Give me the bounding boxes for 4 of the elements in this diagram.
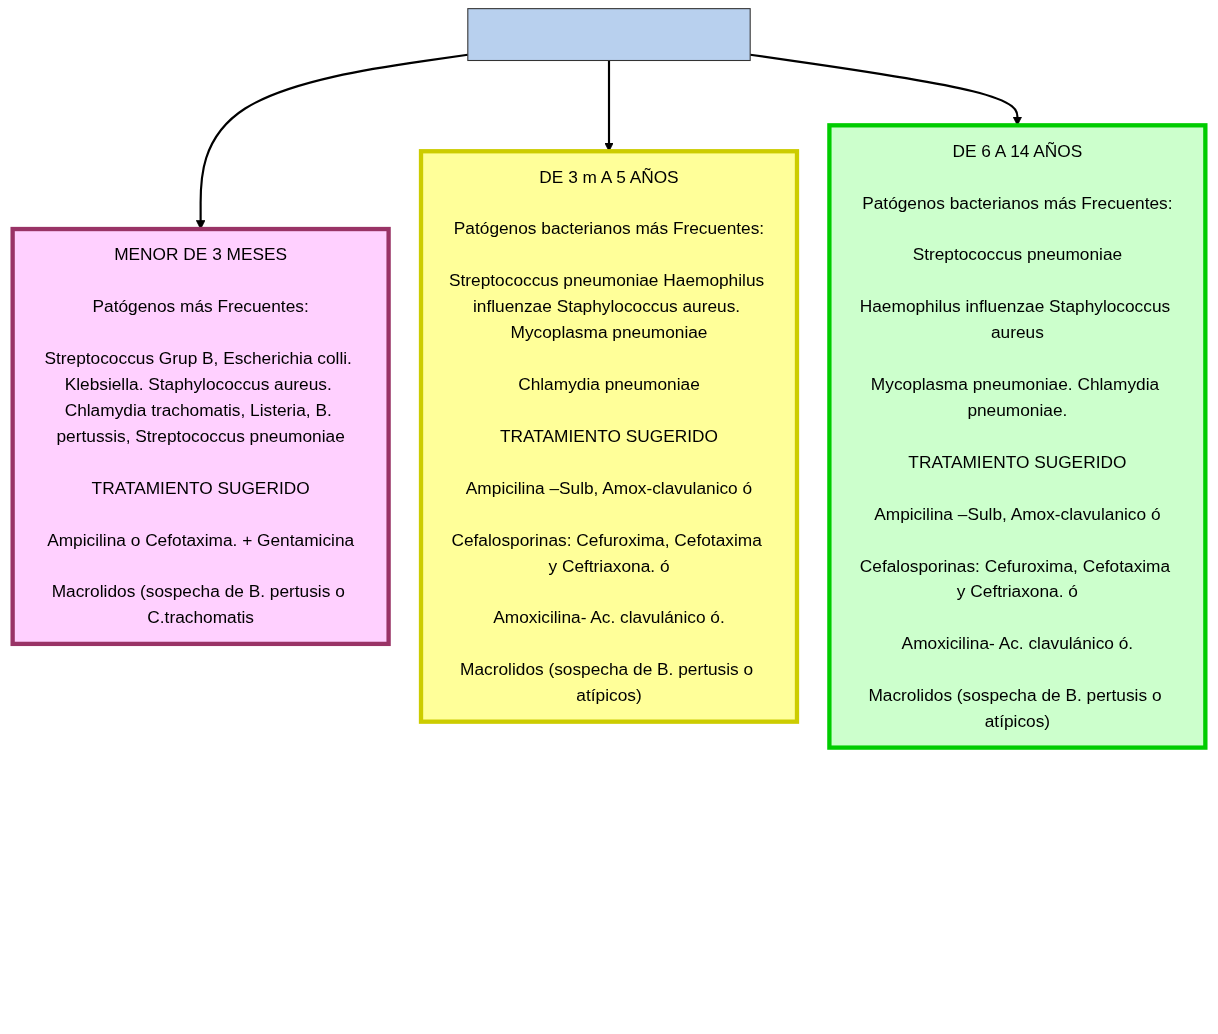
node-box: MENOR DE 3 MESES Patógenos más Frecuentes: Streptococcus Grup B, Escherichia colli. Klebsiella. Staphylococcus aureus. Chlamydia trachomatis, Listeria, B. pertussis, Streptococcus pneumoniae TRATAMIENTO SUGERIDO Ampicilina o Cefotaxima. + Gentamicina Macrolidos (sospecha de B. pertusis o C.trachomatis: [10, 226, 391, 647]
node-box: DE 3 m A 5 AÑOS Patógenos bacterianos más Frecuentes: Streptococcus pneumoniae Haemophilus influenzae Staphylococcus aureus. Mycoplasma pneumoniae Chlamydia pneumoniae TRATAMIENTO SUGERIDO Ampicilina –Sulb, Amox-clavulanico ó Cefalosporinas: Cefuroxima, Cefotaxima y Ceftriaxona. ó Amoxicilina- Ac. clavulánico ó. Macrolidos (sospecha de B. pertusis o atípicos): [418, 149, 800, 724]
node-box: DE 6 A 14 AÑOS Patógenos bacterianos más Frecuentes: Streptococcus pneumoniae Haemophilus influenzae Staphylococcus aureus Mycoplasma pneumoniae. Chlamydia pneumoniae. TRATAMIENTO SUGERIDO Ampicilina –Sulb, Amox-clavulanico ó Cefalosporinas: Cefuroxima, Cefotaxima y Ceftriaxona. ó Amoxicilina- Ac. clavulánico ó. Macrolidos (sospecha de B. pertusis o atípicos): [827, 123, 1208, 750]
node-bar: [467, 8, 751, 62]
